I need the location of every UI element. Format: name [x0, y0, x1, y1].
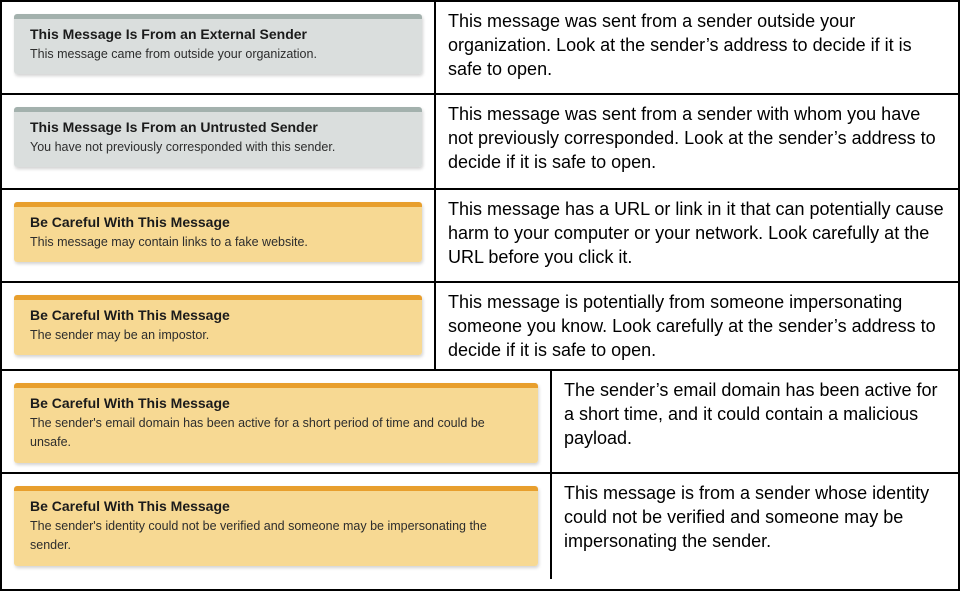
- banner-top-accent: [14, 202, 422, 207]
- banner-cell: Be Careful With This Message This messag…: [2, 190, 436, 281]
- description-text: This message was sent from a sender with…: [448, 104, 936, 172]
- description-cell: This message is from a sender whose iden…: [552, 474, 958, 579]
- banner-title: Be Careful With This Message: [30, 214, 230, 230]
- description-text: This message is potentially from someone…: [448, 292, 936, 360]
- description-cell: This message has a URL or link in it tha…: [436, 190, 958, 281]
- untrusted-sender-banner: This Message Is From an Untrusted Sender…: [14, 107, 422, 168]
- banner-title: Be Careful With This Message: [30, 307, 230, 323]
- banner-cell: This Message Is From an Untrusted Sender…: [2, 95, 436, 188]
- banner-top-accent: [14, 383, 538, 388]
- banner-body: This Message Is From an External Sender …: [14, 19, 422, 75]
- external-sender-banner: This Message Is From an External Sender …: [14, 14, 422, 75]
- banner-subtitle: The sender's email domain has been activ…: [30, 416, 485, 450]
- banner-top-accent: [14, 486, 538, 491]
- unverified-identity-warning-banner: Be Careful With This Message The sender'…: [14, 486, 538, 566]
- description-text: This message was sent from a sender outs…: [448, 11, 912, 79]
- banner-body: Be Careful With This Message The sender'…: [14, 491, 538, 566]
- fake-website-warning-banner: Be Careful With This Message This messag…: [14, 202, 422, 263]
- table-row: Be Careful With This Message The sender'…: [2, 474, 958, 579]
- table-row: This Message Is From an External Sender …: [2, 2, 958, 95]
- description-text: This message has a URL or link in it tha…: [448, 199, 944, 267]
- banner-title: Be Careful With This Message: [30, 395, 230, 411]
- table-row: This Message Is From an Untrusted Sender…: [2, 95, 958, 190]
- banner-subtitle: You have not previously corresponded wit…: [30, 140, 336, 154]
- banner-subtitle: This message may contain links to a fake…: [30, 235, 308, 249]
- banner-body: Be Careful With This Message This messag…: [14, 207, 422, 263]
- banner-title: Be Careful With This Message: [30, 498, 230, 514]
- new-domain-warning-banner: Be Careful With This Message The sender'…: [14, 383, 538, 463]
- description-cell: This message was sent from a sender outs…: [436, 2, 958, 93]
- description-text: This message is from a sender whose iden…: [564, 483, 930, 551]
- banner-top-accent: [14, 295, 422, 300]
- banner-cell: Be Careful With This Message The sender …: [2, 283, 436, 369]
- banner-body: Be Careful With This Message The sender …: [14, 300, 422, 356]
- table-row: Be Careful With This Message The sender …: [2, 283, 958, 371]
- banner-top-accent: [14, 107, 422, 112]
- banner-subtitle: This message came from outside your orga…: [30, 47, 317, 61]
- description-text: The sender’s email domain has been activ…: [564, 380, 938, 448]
- banner-cell: This Message Is From an External Sender …: [2, 2, 436, 93]
- banner-title: This Message Is From an Untrusted Sender: [30, 119, 318, 135]
- banner-body: This Message Is From an Untrusted Sender…: [14, 112, 422, 168]
- banner-top-accent: [14, 14, 422, 19]
- description-cell: The sender’s email domain has been activ…: [552, 371, 958, 472]
- banner-body: Be Careful With This Message The sender'…: [14, 388, 538, 463]
- banner-cell: Be Careful With This Message The sender'…: [2, 474, 552, 579]
- table-row: Be Careful With This Message This messag…: [2, 190, 958, 283]
- table-row: Be Careful With This Message The sender'…: [2, 371, 958, 474]
- description-cell: This message was sent from a sender with…: [436, 95, 958, 188]
- banner-cell: Be Careful With This Message The sender'…: [2, 371, 552, 472]
- impostor-warning-banner: Be Careful With This Message The sender …: [14, 295, 422, 356]
- description-cell: This message is potentially from someone…: [436, 283, 958, 369]
- banner-subtitle: The sender may be an impostor.: [30, 328, 210, 342]
- banner-subtitle: The sender's identity could not be verif…: [30, 519, 487, 553]
- banner-title: This Message Is From an External Sender: [30, 26, 307, 42]
